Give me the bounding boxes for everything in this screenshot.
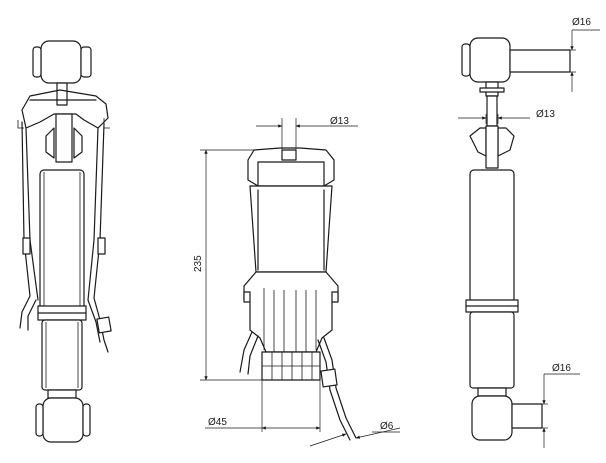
dimension-body: Ø45 bbox=[205, 380, 321, 432]
dimension-bottom-mount: Ø16 bbox=[542, 363, 580, 448]
dimension-length: 235 bbox=[193, 149, 262, 381]
dim-label-length: 235 bbox=[193, 255, 204, 272]
dim-label-top-mount: Ø16 bbox=[572, 17, 591, 28]
dimension-top-mount: Ø16 bbox=[570, 17, 600, 92]
side-view bbox=[461, 37, 571, 441]
dimension-rod-right: Ø13 bbox=[458, 109, 555, 124]
front-view bbox=[17, 40, 112, 443]
dim-label-body: Ø45 bbox=[208, 417, 227, 428]
dimension-rod-center: Ø13 bbox=[256, 116, 358, 150]
dim-label-rod-right: Ø13 bbox=[536, 109, 555, 120]
detail-view bbox=[239, 147, 357, 441]
dimension-cable: Ø6 bbox=[309, 421, 401, 447]
dim-label-rod-center: Ø13 bbox=[330, 116, 349, 127]
dim-label-cable: Ø6 bbox=[380, 421, 394, 432]
dim-label-bottom-mount: Ø16 bbox=[552, 363, 571, 374]
